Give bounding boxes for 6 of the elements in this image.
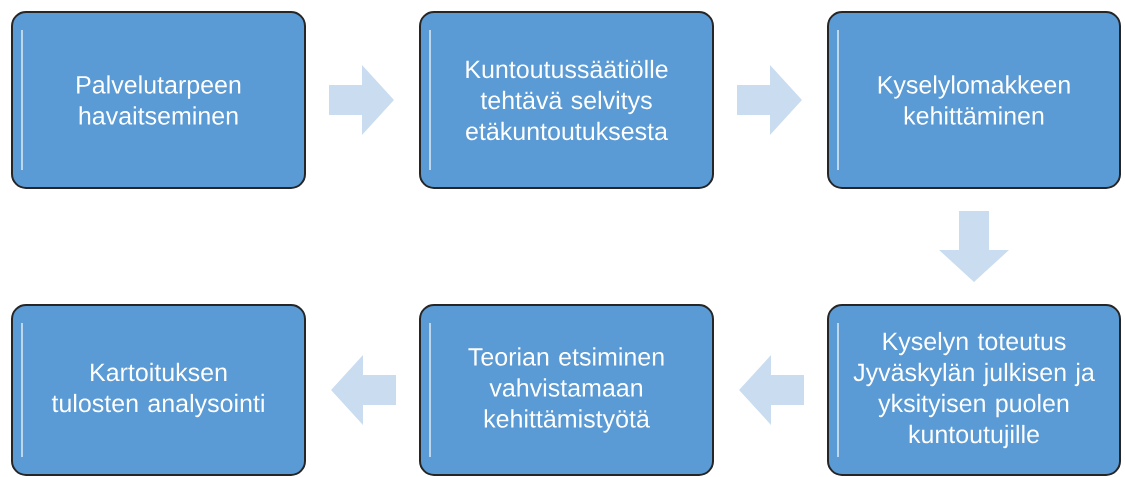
process-box: Kyselylomakkeen kehittäminen bbox=[827, 11, 1121, 189]
process-box: Palvelutarpeen havaitseminen bbox=[11, 11, 306, 189]
process-box: Kartoituksen tulosten analysointi bbox=[11, 304, 306, 476]
process-box: Kyselyn toteutus Jyväskylän julkisen ja yksityisen puolen kuntoutujille bbox=[827, 304, 1121, 476]
process-box: Kuntoutussäätiölle tehtävä selvitys etäkuntoutuksesta bbox=[419, 11, 714, 189]
process-box: Teorian etsiminen vahvistamaan kehittämistyötä bbox=[419, 304, 714, 476]
